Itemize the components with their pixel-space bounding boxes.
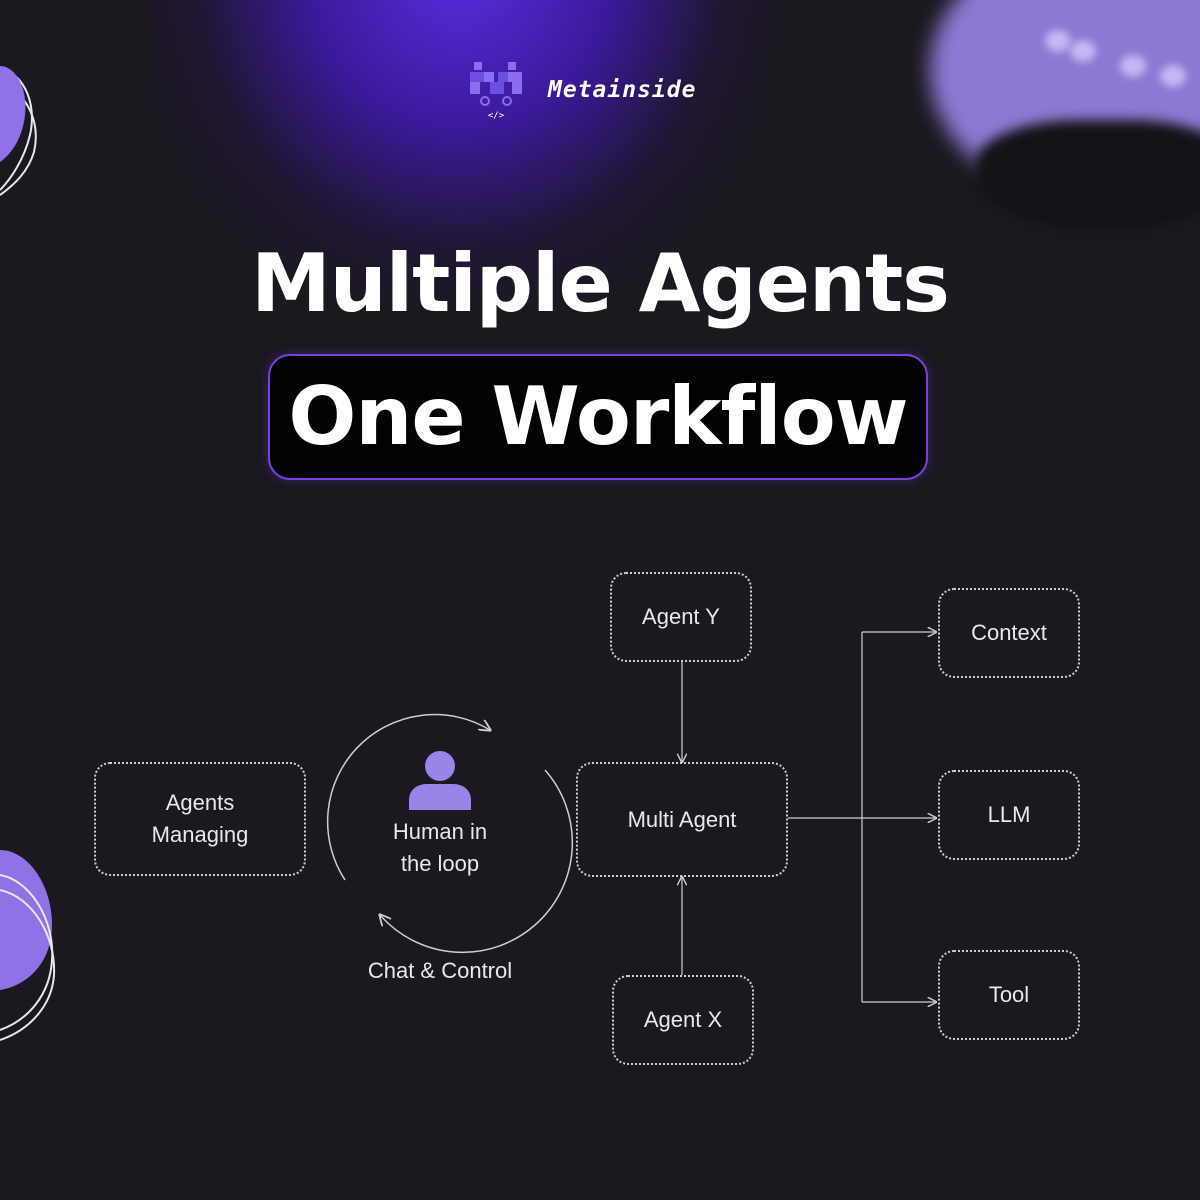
node-tool-label: Tool [988, 982, 1030, 1007]
node-context: Context [938, 588, 1080, 678]
node-tool: Tool [938, 950, 1080, 1040]
robot-logo-icon: </> [470, 62, 522, 121]
brand: </> Metainside [468, 58, 738, 122]
node-multi-agent: Multi Agent [576, 762, 788, 877]
page-title: Multiple Agents [251, 237, 950, 330]
node-agent-x-label: Agent X [643, 1007, 723, 1032]
node-llm: LLM [938, 770, 1080, 860]
node-agents-managing: Agents Managing [94, 762, 306, 876]
node-multi-agent-label: Multi Agent [627, 806, 737, 832]
node-agent-y: Agent Y [610, 572, 752, 662]
human-in-the-loop-label: Human in the loop [392, 819, 488, 876]
loop-arc-top [326, 713, 490, 881]
node-human-in-the-loop: Human in the loop [385, 750, 495, 880]
chat-control-label: Chat & Control [367, 958, 513, 983]
node-context-label: Context [971, 620, 1047, 645]
loop-arc-bottom [380, 769, 574, 954]
svg-text:</>: </> [488, 111, 505, 121]
person-icon [409, 751, 471, 810]
brand-name: Metainside [548, 77, 697, 103]
node-agents-managing-label: Agents Managing [151, 790, 249, 847]
node-llm-label: LLM [987, 802, 1031, 827]
node-agent-x: Agent X [612, 975, 754, 1065]
node-agent-y-label: Agent Y [642, 604, 720, 629]
page-subtitle: One Workflow [288, 370, 908, 463]
subtitle-box: One Workflow [268, 354, 928, 480]
